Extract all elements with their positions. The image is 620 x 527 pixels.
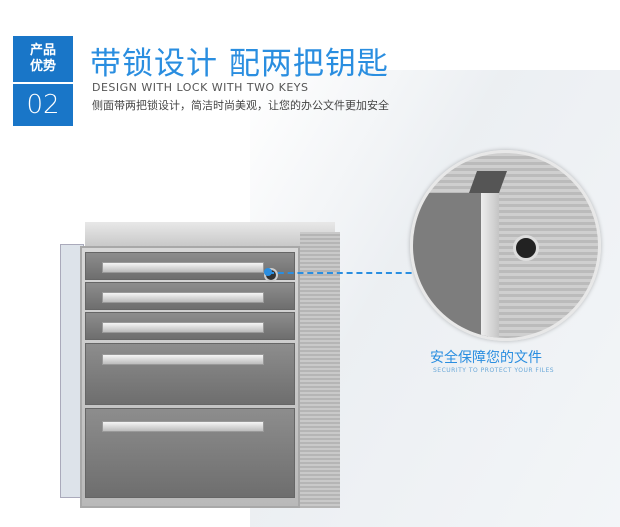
callout-dot-start	[264, 268, 272, 276]
drawer-handle	[102, 322, 264, 333]
drawer-3	[85, 312, 295, 340]
drawer-handle	[102, 421, 264, 432]
cabinet-top	[85, 222, 335, 246]
drawer-4	[85, 343, 295, 405]
security-caption: 安全保障您的文件	[430, 350, 542, 366]
security-caption-en: SECURITY TO PROTECT YOUR FILES	[433, 367, 555, 374]
drawer-handle	[102, 262, 264, 273]
drawer-2	[85, 282, 295, 310]
file-cabinet-image	[45, 222, 345, 508]
callout-line	[268, 272, 500, 274]
drawer-5	[85, 408, 295, 498]
badge-line2: 优势	[29, 59, 56, 74]
badge-line1: 产品	[29, 43, 56, 58]
badge-number: 02	[13, 84, 73, 126]
zoom-corner-cap	[468, 171, 508, 193]
zoom-drawer-front	[413, 193, 488, 338]
zoom-frame	[481, 173, 499, 338]
description-text: 侧面带两把锁设计，简洁时尚美观，让您的办公文件更加安全	[92, 99, 389, 112]
lock-zoom-circle	[410, 150, 601, 341]
drawer-handle	[102, 354, 264, 365]
section-badge: 产品 优势 02	[13, 36, 73, 126]
drawer-1	[85, 252, 295, 280]
cabinet-side-panel	[300, 232, 340, 508]
lock-icon	[513, 235, 539, 261]
drawer-handle	[102, 292, 264, 303]
english-subtitle: DESIGN WITH LOCK WITH TWO KEYS	[92, 81, 309, 94]
page-title: 带锁设计 配两把钥匙	[90, 46, 389, 82]
badge-label: 产品 优势	[13, 36, 73, 82]
